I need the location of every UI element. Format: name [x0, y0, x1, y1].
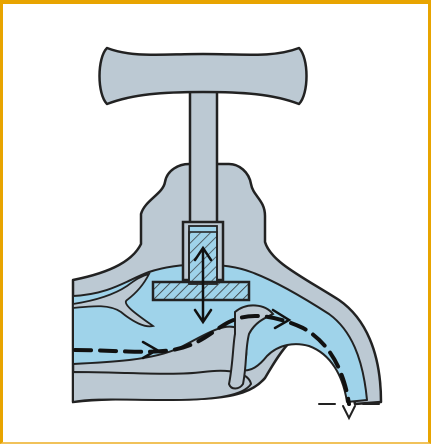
- tap-cross-section-diagram: [3, 4, 431, 448]
- spout-lip: [73, 371, 251, 402]
- drip-icon: [319, 404, 379, 418]
- washer-seat: [153, 282, 249, 300]
